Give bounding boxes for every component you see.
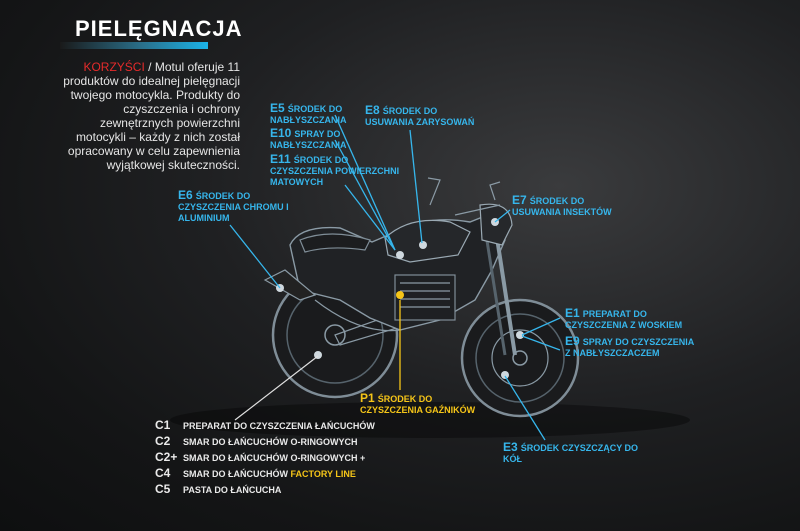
callout-e6-text: ŚRODEK DO CZYSZCZENIA CHROMU I ALUMINIUM [178, 191, 289, 223]
callout-e5-text: ŚRODEK DO NABŁYSZCZANIA [270, 104, 347, 125]
product-name: PREPARAT DO CZYSZCZENIA ŁAŃCUCHÓW [183, 421, 375, 431]
intro-body: Motul oferuje 11 produktów do idealnej p… [63, 60, 240, 172]
callout-e10-code: E10 [270, 126, 292, 140]
product-code: C5 [155, 482, 171, 496]
callout-e11-code: E11 [270, 152, 291, 166]
callout-e7-text: ŚRODEK DO USUWANIA INSEKTÓW [512, 196, 612, 217]
intro-separator: / [144, 60, 155, 74]
callout-e7-code: E7 [512, 193, 527, 207]
product-name: SMAR DO ŁAŃCUCHÓW O-RINGOWYCH [183, 437, 358, 447]
page-title: PIELĘGNACJA [75, 16, 243, 41]
callout-e3-code: E3 [503, 440, 518, 454]
intro-keyword: KORZYŚCI [83, 60, 145, 74]
product-name: SMAR DO ŁAŃCUCHÓW [183, 469, 291, 479]
callout-e9-code: E9 [565, 334, 580, 348]
list-item: C1 PREPARAT DO CZYSZCZENIA ŁAŃCUCHÓW [155, 418, 375, 434]
callout-e1-text: PREPARAT DO CZYSZCZENIA Z WOSKIEM [565, 309, 683, 330]
callout-e8-code: E8 [365, 103, 380, 117]
product-code: C4 [155, 466, 171, 480]
title-accent-bar [60, 42, 208, 49]
intro-text: KORZYŚCI / Motul oferuje 11 produktów do… [60, 60, 240, 172]
callout-e9-text: SPRAY DO CZYSZCZENIA Z NABŁYSZCZACZEM [565, 337, 694, 358]
product-name: SMAR DO ŁAŃCUCHÓW O-RINGOWYCH + [183, 453, 366, 463]
callout-e10-text: SPRAY DO NABŁYSZCZANIA [270, 129, 347, 150]
product-highlight: FACTORY LINE [290, 469, 356, 479]
callout-e6-code: E6 [178, 188, 193, 202]
product-code: C2 [155, 434, 171, 448]
callout-e8-text: ŚRODEK DO USUWANIA ZARYSOWAŃ [365, 106, 475, 127]
callout-e5-code: E5 [270, 101, 285, 115]
list-item: C4 SMAR DO ŁAŃCUCHÓW FACTORY LINE [155, 466, 375, 482]
callout-p1-text: ŚRODEK DO CZYSZCZENIA GAŹNIKÓW [360, 394, 476, 415]
callout-p1-code: P1 [360, 391, 375, 405]
product-name: PASTA DO ŁAŃCUCHA [183, 485, 282, 495]
product-code: C1 [155, 418, 171, 432]
callout-e11-text: ŚRODEK DO CZYSZCZENIA POWIERZCHNI MATOWY… [270, 155, 400, 187]
list-item: C2+ SMAR DO ŁAŃCUCHÓW O-RINGOWYCH + [155, 450, 375, 466]
product-code: C2+ [155, 450, 178, 464]
list-item: C5 PASTA DO ŁAŃCUCHA [155, 482, 375, 498]
callout-e1-code: E1 [565, 306, 580, 320]
callout-e3-text: ŚRODEK CZYSZCZĄCY DO KÓŁ [503, 443, 639, 464]
list-item: C2 SMAR DO ŁAŃCUCHÓW O-RINGOWYCH [155, 434, 375, 450]
